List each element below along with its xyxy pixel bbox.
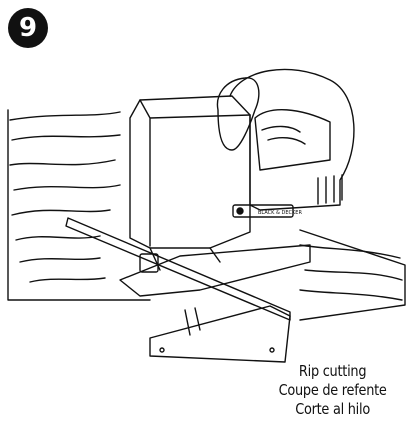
wood-grain <box>9 111 403 301</box>
saw-handle <box>229 68 355 211</box>
step-number-badge: 9 <box>8 8 48 48</box>
caption: Rip cutting Coupe de refente Corte al hi… <box>279 362 387 419</box>
wood-board <box>7 109 406 321</box>
rip-fence-bar <box>65 217 291 321</box>
saw-body <box>129 95 251 249</box>
hand <box>216 77 260 151</box>
saw-vents <box>317 174 343 205</box>
tool-logo-text: BLACK & DECKER <box>258 210 302 216</box>
logo-plate <box>232 204 294 218</box>
saw-shoe <box>119 244 311 297</box>
rip-fence-guide <box>149 305 291 363</box>
caption-french: Coupe de refente <box>278 381 387 399</box>
caption-spanish: Corte al hilo <box>295 400 371 418</box>
caption-english: Rip cutting <box>299 362 367 380</box>
fence-knob <box>139 253 159 273</box>
